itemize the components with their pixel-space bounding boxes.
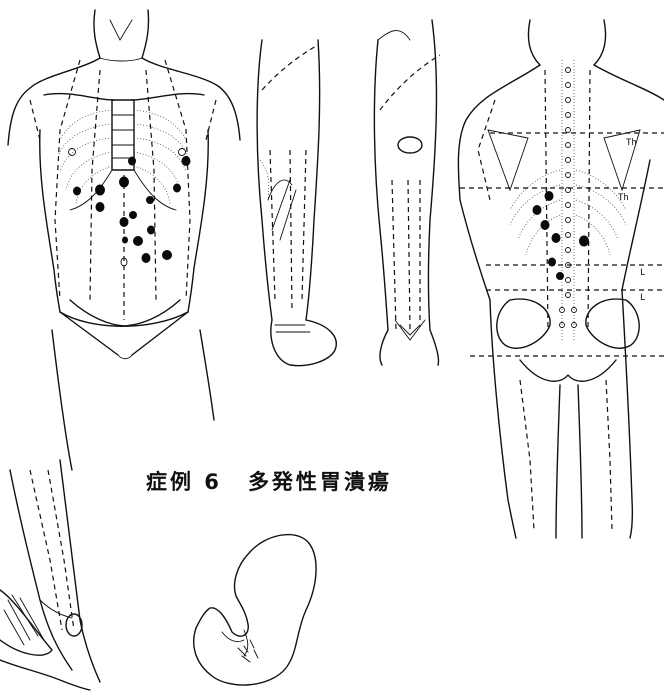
front-tender-spots bbox=[73, 156, 191, 263]
level-label-th-mid: Th bbox=[618, 193, 629, 203]
front-torso-diagram bbox=[8, 10, 240, 470]
arm-diagram-back bbox=[374, 20, 440, 365]
level-label-th-upper: Th bbox=[626, 138, 637, 148]
back-view-diagram: Th Th L L bbox=[458, 20, 664, 538]
lower-leg-diagram bbox=[0, 460, 100, 690]
back-tender-spots bbox=[533, 191, 590, 280]
level-label-l-upper: L bbox=[640, 268, 645, 278]
level-label-l-lower: L bbox=[640, 293, 645, 303]
stomach-diagram bbox=[194, 535, 316, 685]
arm-diagram-front bbox=[257, 40, 336, 366]
